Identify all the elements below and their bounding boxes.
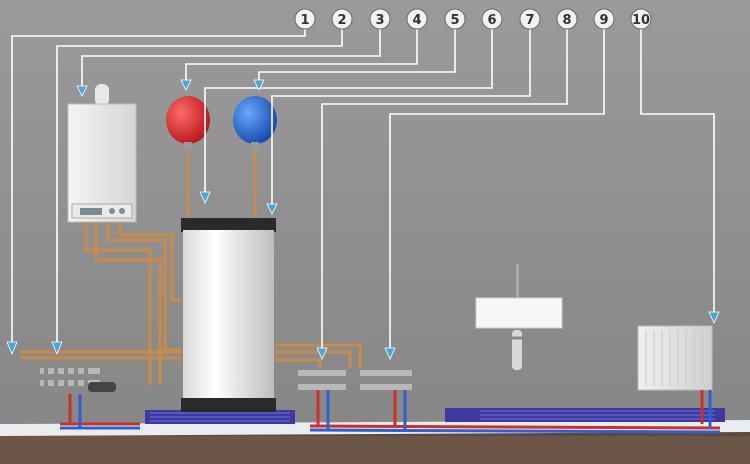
gas-boiler — [67, 84, 137, 223]
radiator — [637, 325, 713, 428]
callout-5-label: 5 — [450, 13, 459, 28]
callout-2-label: 2 — [337, 13, 346, 28]
floor-pipes — [60, 422, 721, 434]
manifold-middle — [298, 370, 346, 430]
storage-tank — [181, 218, 276, 412]
callout-6: 6 — [481, 8, 503, 30]
callout-10-label: 10 — [632, 13, 650, 28]
callout-8-label: 8 — [562, 13, 571, 28]
red-expansion-tank — [166, 96, 210, 150]
callout-3-label: 3 — [375, 13, 384, 28]
callout-3: 3 — [369, 8, 391, 30]
callout-5: 5 — [444, 8, 466, 30]
callout-2: 2 — [331, 8, 353, 30]
sink — [475, 264, 563, 370]
callout-1-label: 1 — [300, 13, 309, 28]
manifold-left — [40, 360, 116, 428]
callout-7-label: 7 — [525, 13, 534, 28]
callout-9: 9 — [593, 8, 615, 30]
callout-1: 1 — [294, 8, 316, 30]
copper-pipes — [20, 148, 362, 385]
callout-4: 4 — [406, 8, 428, 30]
callout-4-label: 4 — [412, 13, 421, 28]
blue-expansion-tank — [233, 96, 277, 150]
callout-7: 7 — [519, 8, 541, 30]
arrowheads — [6, 79, 720, 360]
callout-6-label: 6 — [487, 13, 496, 28]
floor-heating-right — [445, 408, 725, 422]
floor-heating-left — [145, 410, 295, 424]
leader-lines — [11, 28, 715, 348]
manifold-right — [360, 370, 412, 430]
callout-9-label: 9 — [599, 13, 608, 28]
callout-10: 10 — [630, 8, 652, 30]
callout-8: 8 — [556, 8, 578, 30]
